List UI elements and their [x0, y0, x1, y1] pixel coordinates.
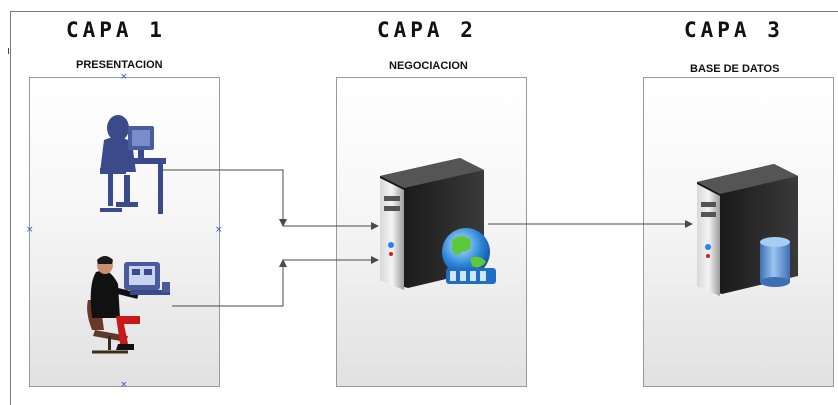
user-at-desk-icon: [100, 115, 166, 214]
selection-handle-right[interactable]: ×: [215, 225, 223, 235]
connector-client-b-to-server: [172, 256, 379, 307]
selection-handle-bottom[interactable]: ×: [120, 380, 128, 390]
server-with-globe-icon: [380, 158, 496, 290]
server-with-database-icon: [697, 164, 798, 296]
layer-2-title: CAPA 2: [377, 18, 477, 42]
user-at-computer-icon: [87, 256, 170, 354]
frame-tick: [8, 48, 9, 54]
selection-handle-left[interactable]: ×: [26, 225, 34, 235]
layer-1-title: CAPA 1: [66, 18, 166, 42]
layer-1-subtitle: PRESENTACION: [76, 59, 163, 71]
layer-3-subtitle: BASE DE DATOS: [690, 63, 780, 75]
layer-2-subtitle: NEGOCIACION: [389, 60, 468, 72]
layer-3-title: CAPA 3: [684, 18, 784, 42]
frame-border-left: [10, 11, 11, 405]
selection-handle-top[interactable]: ×: [120, 72, 128, 82]
connector-client-a-to-server: [162, 169, 379, 230]
frame-border-top: [10, 11, 838, 12]
